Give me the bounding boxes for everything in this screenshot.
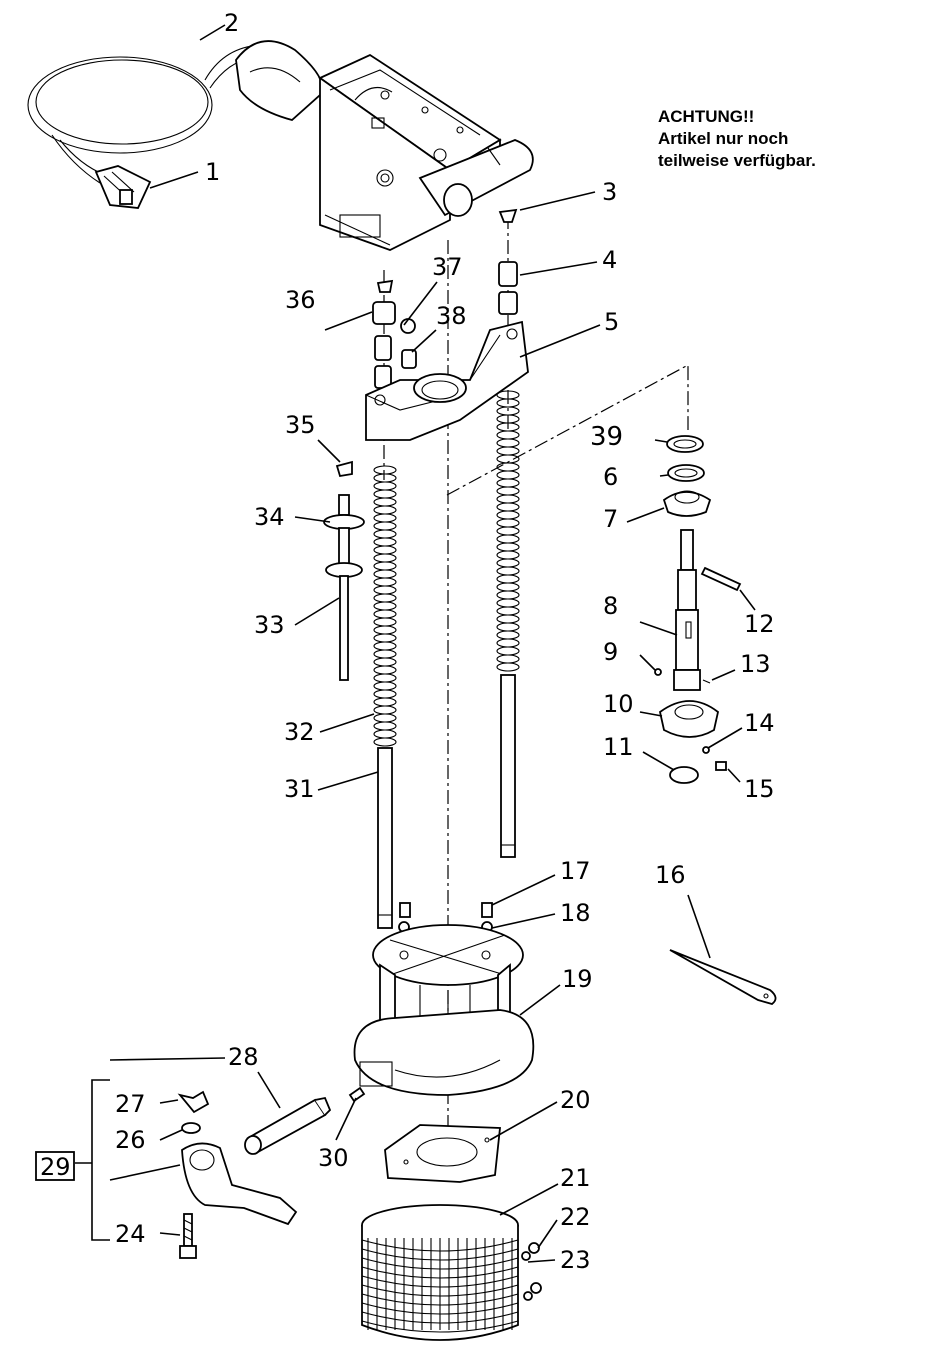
callout-37: 37: [432, 253, 463, 281]
part-24-bolt: [179, 1213, 197, 1259]
leader-lines: [109, 24, 756, 1263]
part-33-34-depth-rod: [323, 494, 365, 681]
part-16-wrench: [669, 949, 777, 1005]
part-35-cap: [335, 460, 353, 478]
callout-2: 2: [224, 9, 239, 37]
callout-29: 29: [40, 1153, 71, 1181]
callout-11: 11: [603, 733, 634, 761]
callout-9: 9: [603, 638, 618, 666]
callout-15: 15: [744, 775, 775, 803]
part-15-screw: [715, 761, 727, 771]
availability-notice: ACHTUNG!! Artikel nur noch teilweise ver…: [658, 106, 816, 172]
part-36-38-fittings: [372, 279, 417, 389]
callout-33: 33: [254, 611, 285, 639]
part-11-ring: [669, 766, 699, 784]
callout-1: 1: [205, 158, 220, 186]
part-29-box: [35, 1151, 75, 1181]
part-32-left-spring: [373, 465, 397, 747]
callout-labels: 1 2 3 4 5 6 7 8 9 10 11 12 13 14 15 16 1…: [40, 9, 775, 1274]
part-32-right-spring: [496, 390, 520, 672]
callout-10: 10: [603, 690, 634, 718]
part-5-head-bracket: [365, 320, 529, 441]
notice-line-3: teilweise verfügbar.: [658, 151, 816, 170]
callout-13: 13: [740, 650, 771, 678]
part-39-ring: [666, 435, 704, 453]
callout-24: 24: [115, 1220, 146, 1248]
part-27-wing-nut: [177, 1090, 210, 1114]
callout-8: 8: [603, 592, 618, 620]
part-19-base-cage: [353, 924, 535, 1096]
power-cord: [27, 44, 269, 184]
callout-39: 39: [590, 422, 623, 452]
part-8-spindle: [673, 529, 701, 691]
callout-23: 23: [560, 1246, 591, 1274]
part-4-bushing: [498, 261, 518, 315]
callout-26: 26: [115, 1126, 146, 1154]
callout-21: 21: [560, 1164, 591, 1192]
part-21-mesh-guard: [361, 1204, 519, 1341]
callout-32: 32: [284, 718, 315, 746]
part-20-base-plate: [384, 1124, 501, 1183]
part-10-collar: [658, 700, 720, 738]
callout-28: 28: [228, 1043, 259, 1071]
motor-housing: [235, 40, 534, 251]
notice-title: ACHTUNG!!: [658, 107, 755, 126]
callout-30: 30: [318, 1144, 349, 1172]
callout-36: 36: [285, 286, 316, 314]
part-28-clamp-shaft: [244, 1096, 332, 1155]
callout-7: 7: [603, 505, 618, 533]
callout-20: 20: [560, 1086, 591, 1114]
part-30-screw: [348, 1086, 366, 1103]
part-12-pin: [700, 566, 742, 592]
callout-38: 38: [436, 302, 467, 330]
part-7-bearing: [662, 490, 712, 517]
part-3-cap: [498, 208, 518, 223]
callout-27: 27: [115, 1090, 146, 1118]
part-25-clamp-lever: [181, 1142, 298, 1226]
part-9-ball: [654, 668, 662, 676]
callout-12: 12: [744, 610, 775, 638]
callout-18: 18: [560, 899, 591, 927]
callout-14: 14: [744, 709, 775, 737]
part-31-right-column: [500, 674, 516, 858]
callout-16: 16: [655, 861, 686, 889]
part-31-left-column: [377, 747, 393, 929]
callout-5: 5: [604, 308, 619, 336]
group-bracket-29: [91, 1079, 110, 1241]
part-26-washer: [181, 1122, 201, 1134]
callout-17: 17: [560, 857, 591, 885]
callout-22: 22: [560, 1203, 591, 1231]
part-22-23-nuts: [521, 1242, 542, 1301]
part-14-ball: [702, 746, 710, 754]
callout-4: 4: [602, 246, 617, 274]
power-plug: [94, 165, 152, 209]
callout-19: 19: [562, 965, 593, 993]
callout-35: 35: [285, 411, 316, 439]
part-13-seal: [702, 679, 711, 684]
callout-3: 3: [602, 178, 617, 206]
callout-31: 31: [284, 775, 315, 803]
callout-34: 34: [254, 503, 285, 531]
callout-6: 6: [603, 463, 618, 491]
notice-line-2: Artikel nur noch: [658, 129, 789, 148]
part-6-washer: [667, 464, 705, 482]
